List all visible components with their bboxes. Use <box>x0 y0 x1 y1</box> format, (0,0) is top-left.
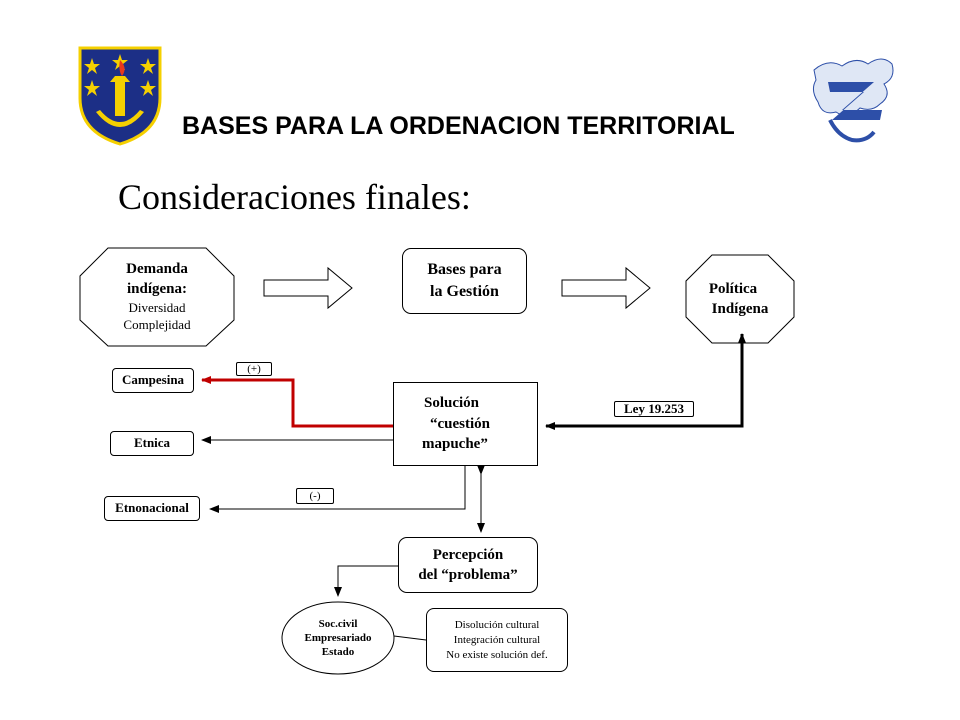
slide-subtitle: Consideraciones finales: <box>118 177 471 217</box>
bases-line-1: Bases para <box>427 261 502 279</box>
solucion-line-2: “cuestión <box>430 415 490 432</box>
node-politica-indigena: Política Indígena <box>686 255 794 343</box>
bases-line-2: la Gestión <box>430 283 499 300</box>
node-resultados: Disolución cultural Integración cultural… <box>426 608 568 672</box>
percepcion-line-1: Percepción <box>432 546 504 563</box>
actores-ellipse <box>281 601 395 675</box>
node-etnonacional: Etnonacional <box>104 496 200 521</box>
node-campesina: Campesina <box>112 368 194 393</box>
solucion-line-1: Solución <box>424 395 480 412</box>
politica-octagon <box>685 254 795 344</box>
block-arrow-demanda-bases <box>263 266 353 310</box>
resultados-line-3: No existe solución def. <box>446 649 548 661</box>
demanda-title-2: indígena: <box>126 280 187 297</box>
actores-line-1: Soc.civil <box>318 617 358 630</box>
demanda-title-1: Demanda <box>126 261 188 277</box>
node-solucion: Solución “cuestión mapuche” <box>393 382 538 466</box>
edge-label-minus: (-) <box>296 488 334 504</box>
resultados-line-2: Integración cultural <box>453 634 541 646</box>
actores-line-2: Empresariado <box>304 631 372 644</box>
node-actores: Soc.civil Empresariado Estado <box>282 602 394 674</box>
politica-line-2: Indígena <box>711 301 769 317</box>
university-shield-logo <box>78 46 162 146</box>
node-demanda-indigena: Demanda indígena: Diversidad Complejidad <box>80 248 234 346</box>
connector-ley-politica <box>596 333 746 428</box>
node-etnica: Etnica <box>110 431 194 456</box>
demanda-line-1: Diversidad <box>128 300 186 315</box>
connector-actores-resultados <box>393 635 427 641</box>
map-logo <box>812 58 894 143</box>
demanda-line-2: Complejidad <box>123 317 191 332</box>
connector-solucion-etnonacional <box>209 466 466 513</box>
solucion-line-3: mapuche” <box>422 436 488 453</box>
connector-solucion-campesina <box>201 376 396 428</box>
politica-line-1: Política <box>708 280 758 297</box>
connector-percepcion-actores <box>334 565 400 597</box>
resultados-line-1: Disolución cultural <box>454 619 540 631</box>
node-percepcion: Percepción del “problema” <box>398 537 538 593</box>
edge-label-plus: (+) <box>236 362 272 376</box>
block-arrow-bases-politica <box>561 266 651 310</box>
actores-line-3: Estado <box>321 646 355 659</box>
edge-label-ley: Ley 19.253 <box>614 401 694 417</box>
node-bases-gestion: Bases para la Gestión <box>402 248 527 314</box>
percepcion-line-2: del “problema” <box>418 567 518 583</box>
demanda-octagon <box>79 247 235 347</box>
page-header-title: BASES PARA LA ORDENACION TERRITORIAL <box>182 112 735 140</box>
